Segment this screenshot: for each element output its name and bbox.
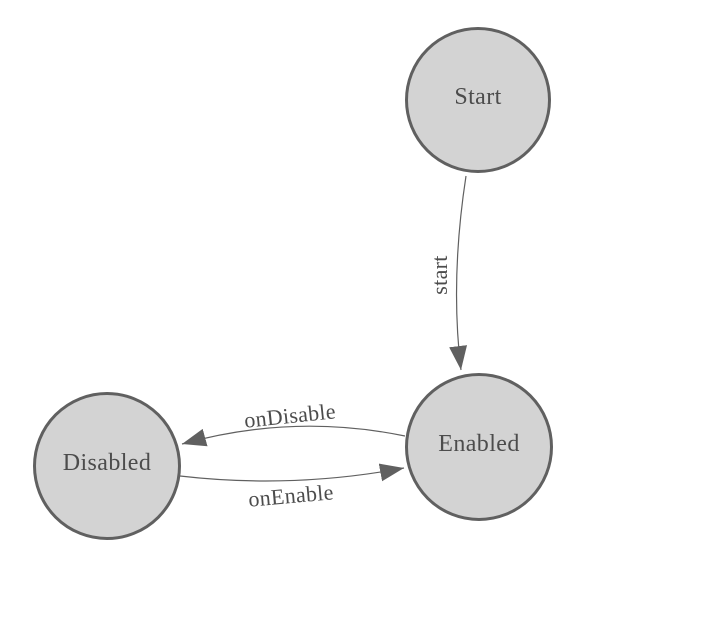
state-node-label: Enabled [438,430,520,457]
edge-start-to-enabled [449,175,468,371]
edge-disabled-to-enabled [179,463,405,482]
edge-label-start: start [427,255,452,295]
state-node-enabled[interactable]: Enabled [405,373,553,521]
state-node-label: Disabled [62,449,152,476]
state-node-disabled[interactable]: Disabled [33,392,181,540]
edge-enabled-to-disabled [181,425,406,447]
state-node-label: Start [454,83,502,110]
state-node-start[interactable]: Start [405,27,551,173]
